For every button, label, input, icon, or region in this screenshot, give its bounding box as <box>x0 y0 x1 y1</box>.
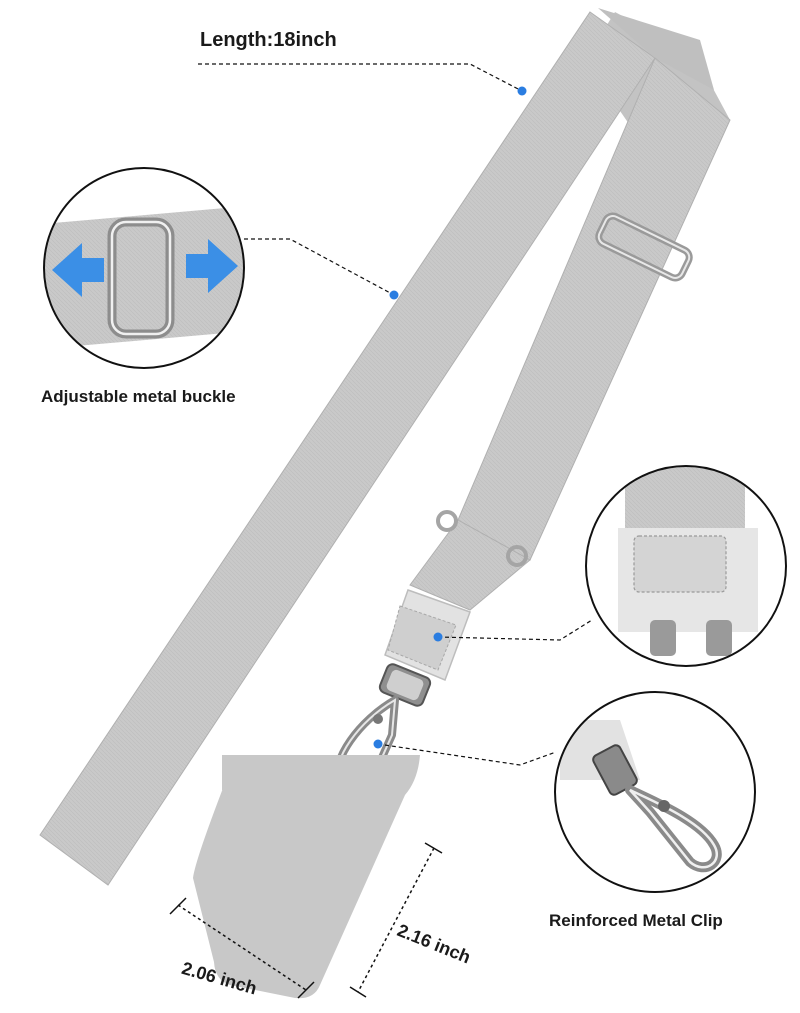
strap-short-band <box>409 57 731 611</box>
phone-patch <box>193 755 420 999</box>
detail-circle-clip <box>554 691 756 893</box>
d-ring-right <box>506 545 528 567</box>
clip-label: Reinforced Metal Clip <box>549 911 723 930</box>
dot-marker-icon <box>433 632 443 642</box>
detail-circle-leather <box>585 465 787 667</box>
detail-circle-buckle <box>43 167 245 369</box>
buckle-label: Adjustable metal buckle <box>41 387 236 406</box>
dot-marker-icon <box>389 290 399 300</box>
dimension-height-line <box>349 842 443 998</box>
callout-clip-leader <box>377 743 557 766</box>
callout-buckle-leader <box>244 238 395 296</box>
callout-leather-leader <box>437 619 593 641</box>
dimension-width-line <box>169 897 315 999</box>
dot-marker-icon <box>373 739 383 749</box>
double-arrow-icon <box>52 239 238 297</box>
dot-marker-icon <box>517 86 527 96</box>
leather-tab <box>384 589 471 681</box>
callout-length-leader <box>198 63 523 92</box>
length-label: Length:18inch <box>200 29 337 51</box>
d-ring-left <box>436 510 458 532</box>
strap-slider-buckle <box>595 212 693 282</box>
